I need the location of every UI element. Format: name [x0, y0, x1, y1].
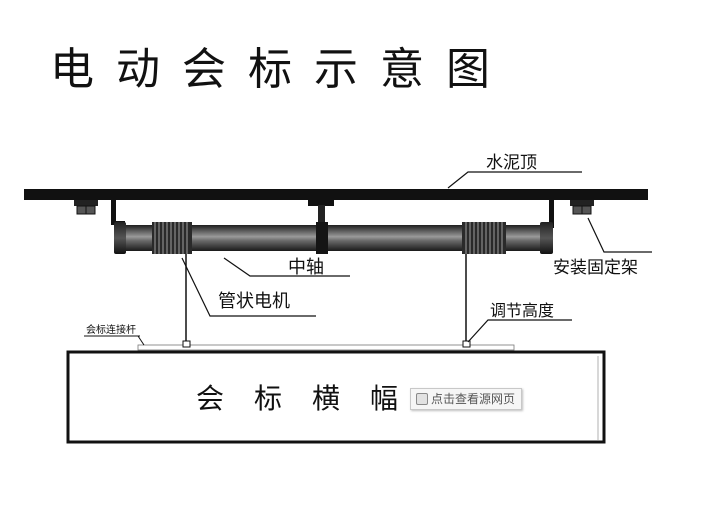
- mount-bracket-center: [308, 200, 334, 229]
- callout-ceiling: 水泥顶: [447, 153, 582, 189]
- ceiling-bolt-left: [74, 200, 98, 215]
- callout-center-shaft: 中轴: [223, 257, 350, 278]
- mount-bracket-left: [111, 200, 125, 225]
- banner-connecting-rod: [137, 344, 515, 351]
- cable-clamp-left: [182, 340, 191, 348]
- image-icon: [416, 393, 428, 405]
- banner-text: 会标横幅: [196, 382, 428, 415]
- callout-connecting-rod: 会标连接杆: [84, 323, 145, 346]
- cable-clamp-right: [462, 340, 471, 348]
- winding-drum-left: [152, 222, 192, 254]
- winding-drum-right: [462, 222, 506, 254]
- diagram-title: 电动会标示意图: [50, 44, 512, 95]
- shaft-end-cap-right: [540, 222, 553, 254]
- label-tube-motor: 管状电机: [218, 291, 290, 312]
- mount-bracket-right: [549, 200, 554, 228]
- label-connecting-rod: 会标连接杆: [86, 323, 136, 336]
- ceiling-bolt-right: [570, 200, 594, 215]
- label-center-shaft: 中轴: [288, 257, 324, 278]
- label-mount-bracket: 安装固定架: [553, 258, 638, 278]
- view-source-tooltip[interactable]: 点击查看源网页: [410, 388, 523, 410]
- label-ceiling: 水泥顶: [486, 153, 537, 173]
- ceiling-slab: [24, 189, 648, 200]
- callout-adjust-height: 调节高度: [467, 301, 572, 343]
- tooltip-text: 点击查看源网页: [431, 392, 516, 406]
- shaft-center-collar: [316, 222, 328, 254]
- shaft-end-cap-left: [114, 222, 126, 254]
- callout-tube-motor: 管状电机: [181, 257, 316, 317]
- callout-mount-bracket: 安装固定架: [553, 217, 652, 278]
- label-adjust-height: 调节高度: [490, 301, 554, 320]
